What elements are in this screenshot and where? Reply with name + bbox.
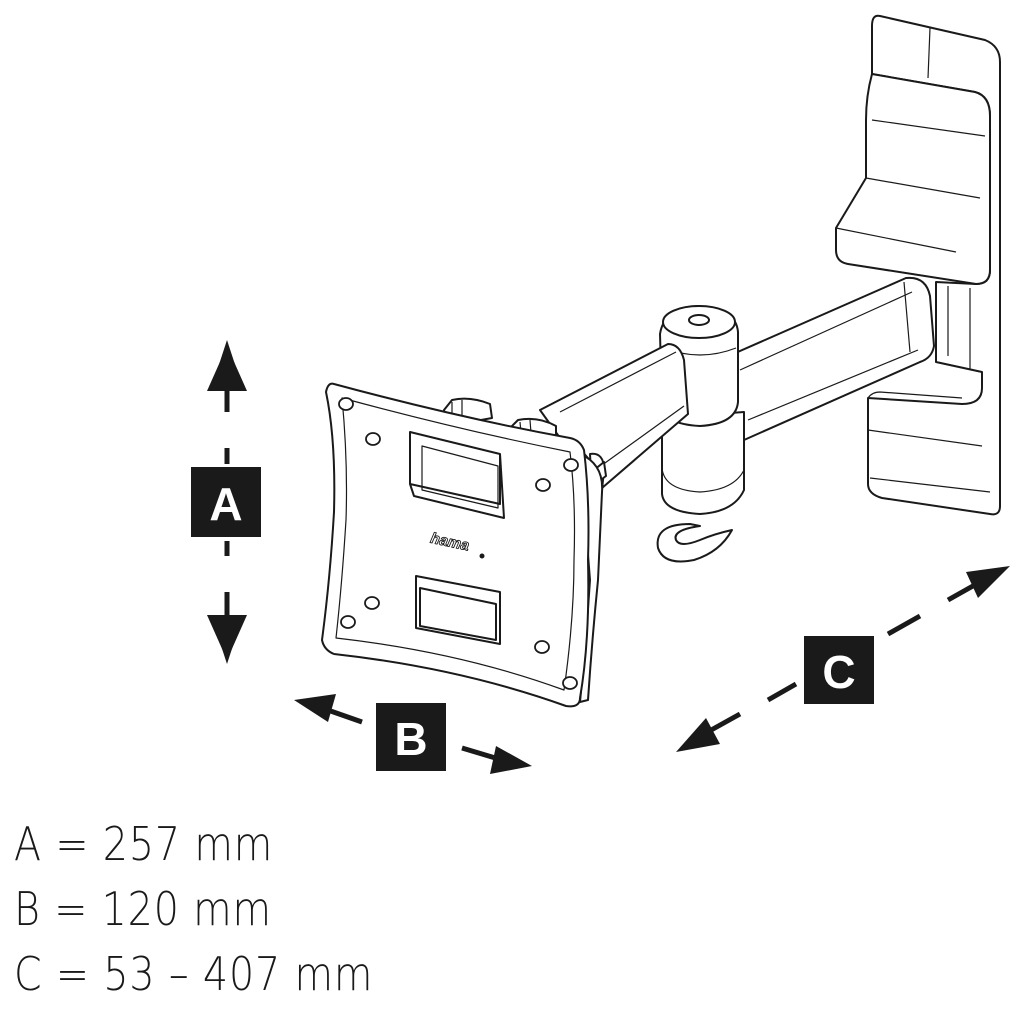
- badge-c: [804, 636, 874, 704]
- dimension-legend: A = 257 mm B = 120 mm C = 53 – 407 mm: [14, 812, 373, 1007]
- badge-a: [191, 467, 261, 537]
- vesa-plate: [321, 382, 604, 708]
- dimension-a-arrowhead-up: [212, 340, 242, 386]
- dimension-b-value: B = 120 mm: [14, 882, 272, 936]
- dimension-c-arrowhead-right: [966, 566, 1010, 598]
- dimension-a-arrowhead-down: [212, 618, 242, 664]
- badge-b: [376, 703, 446, 771]
- badge-b-label: B: [394, 713, 427, 765]
- elbow-joint: [656, 305, 745, 563]
- dimension-c-arrowhead-left: [676, 718, 720, 752]
- rear-arm: [723, 276, 935, 441]
- badge-c-label: C: [822, 646, 855, 698]
- brand-logo-dot: [479, 553, 485, 559]
- vesa-holes: [338, 397, 579, 690]
- badge-a-label: A: [209, 478, 242, 530]
- dimension-b-arrowhead-right: [490, 746, 532, 774]
- wall-plate: [835, 14, 1001, 516]
- dimension-c-value: C = 53 – 407 mm: [14, 947, 374, 1001]
- dimension-a-value: A = 257 mm: [14, 817, 274, 871]
- dimension-b-arrowhead-left: [294, 694, 336, 722]
